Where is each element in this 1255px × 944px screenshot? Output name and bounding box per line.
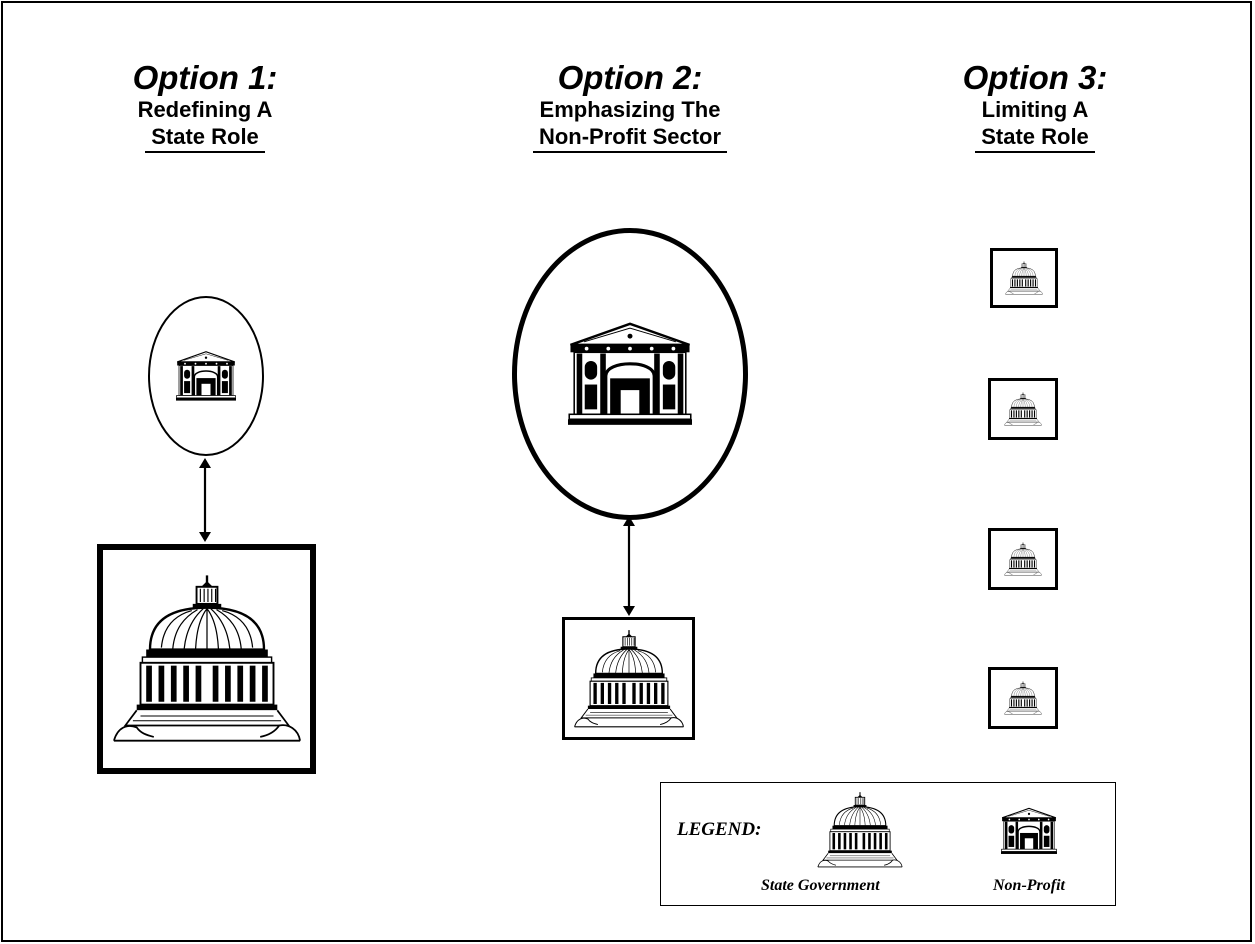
columned-building-icon [176, 350, 236, 402]
option-2-double-arrow [623, 516, 635, 616]
option-2-subtitle-line1: Emphasizing The [539, 97, 721, 122]
option-3-state-box-1 [990, 248, 1058, 308]
option-3-subtitle-line1: Limiting A [981, 97, 1089, 122]
capitol-dome-icon [112, 573, 302, 745]
capitol-dome-icon [1004, 542, 1042, 576]
option-2-nonprofit-oval [512, 228, 748, 520]
capitol-dome-icon [1005, 261, 1043, 295]
option-3-state-box-2 [988, 378, 1058, 440]
capitol-dome-icon [817, 791, 903, 869]
option-1-subtitle-line1: Redefining A [137, 97, 273, 122]
legend-heading: LEGEND: [677, 819, 762, 840]
option-2-state-box [562, 617, 695, 740]
capitol-dome-icon [1004, 681, 1042, 715]
capitol-dome-icon [573, 629, 685, 729]
legend-state-label: State Government [761, 877, 880, 894]
option-1-state-box [97, 544, 316, 774]
option-1-nonprofit-oval [148, 296, 264, 456]
option-2-heading: Option 2: Emphasizing The Non-Profit Sec… [480, 60, 780, 153]
option-1-title: Option 1: [132, 59, 278, 96]
option-3-heading: Option 3: Limiting A State Role [890, 60, 1180, 153]
capitol-dome-icon [1004, 392, 1042, 426]
option-2-title: Option 2: [557, 59, 703, 96]
option-3-state-box-3 [988, 528, 1058, 590]
option-2-subtitle-line2: Non-Profit Sector [532, 124, 728, 153]
option-3-state-box-4 [988, 667, 1058, 729]
legend: LEGEND: State Government Non-Profit [660, 782, 1116, 906]
option-1-heading: Option 1: Redefining A State Role [60, 60, 350, 153]
option-1-subtitle-line2: State Role [145, 124, 265, 153]
option-3-title: Option 3: [962, 59, 1108, 96]
legend-nonprofit-label: Non-Profit [993, 877, 1065, 894]
columned-building-icon [568, 321, 692, 427]
option-1-double-arrow [199, 458, 211, 542]
columned-building-icon [1001, 807, 1057, 855]
option-3-subtitle-line2: State Role [975, 124, 1095, 153]
